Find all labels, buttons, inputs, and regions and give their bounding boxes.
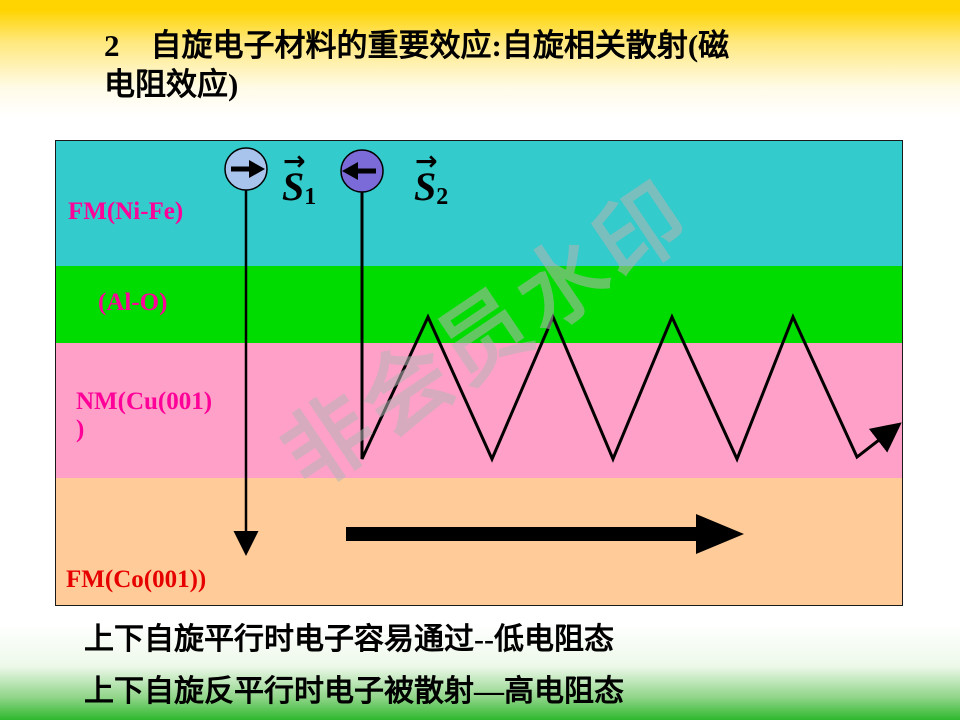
layer-al-o <box>56 266 902 343</box>
multilayer-diagram: FM(Ni-Fe) (Al-O) NM(Cu(001) ) FM(Co(001)… <box>55 140 903 606</box>
diagram-arrows <box>224 147 902 556</box>
current-arrow <box>346 514 744 554</box>
layer-label-fm-co: FM(Co(001)) <box>66 566 207 593</box>
layer-nm-cu <box>56 343 902 478</box>
spin1-symbol: S <box>282 164 305 209</box>
spin-left-arrow-icon <box>342 162 376 180</box>
caption-parallel: 上下自旋平行时电子容易通过--低电阻态 <box>84 623 614 656</box>
slide-title: 2 自旋电子材料的重要效应:自旋相关散射(磁 电阻效应) <box>104 28 730 103</box>
caption-antiparallel: 上下自旋反平行时电子被散射—高电阻态 <box>84 675 624 708</box>
spin2-scatter-path <box>360 192 902 463</box>
spin2-subscript: 2 <box>436 184 449 211</box>
vector-arrow-icon: → <box>415 146 438 177</box>
spin-label-s1: →S1 <box>282 146 317 211</box>
top-gradient-band <box>0 0 960 118</box>
vector-arrow-icon: → <box>283 146 306 177</box>
spin-right-arrow-icon <box>231 160 265 178</box>
layer-fm-co <box>56 478 902 605</box>
spin2-symbol: S <box>414 164 437 209</box>
layer-label-nm-cu: NM(Cu(001) ) <box>76 388 213 443</box>
spin1-subscript: 1 <box>304 184 317 211</box>
layer-label-al-o: (Al-O) <box>98 289 168 316</box>
bottom-gradient-band <box>0 624 960 720</box>
spin-label-s2: →S2 <box>414 146 449 211</box>
layer-fm-nife <box>56 141 902 266</box>
layer-label-fm-nife: FM(Ni-Fe) <box>68 198 184 225</box>
